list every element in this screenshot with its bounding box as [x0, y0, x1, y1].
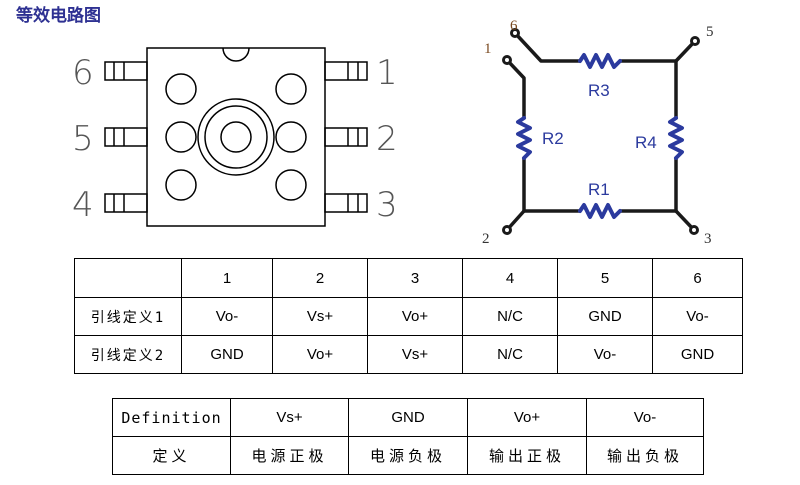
hole [165, 73, 197, 105]
pin-label-6: 6 [72, 53, 94, 93]
header-label: Definition [112, 398, 231, 437]
terminal-5 [690, 36, 700, 46]
node-label-1: 1 [484, 41, 492, 57]
label-r3: R3 [588, 81, 610, 100]
lead-1 [324, 61, 368, 81]
label-r2: R2 [542, 129, 564, 148]
table-cell: 电源负极 [348, 436, 468, 475]
header-cell: Vs+ [230, 398, 349, 437]
terminal-3 [689, 225, 699, 235]
table-cell: Vo- [652, 297, 743, 336]
table-row: 引线定义1 Vo- Vs+ Vo+ N/C GND Vo- [74, 297, 743, 336]
pin-label-5: 5 [72, 119, 94, 159]
table-cell: Vs+ [367, 335, 463, 374]
header-cell: 2 [272, 258, 368, 298]
lead-3 [324, 193, 368, 213]
pin-label-2: 2 [376, 119, 398, 159]
table-cell: 输出负极 [586, 436, 704, 475]
wire [513, 31, 582, 63]
table-cell: Vs+ [272, 297, 368, 336]
lead-5 [104, 127, 148, 147]
port-outer-ring [197, 98, 275, 176]
hole [275, 121, 307, 153]
pin-label-4: 4 [72, 185, 94, 225]
lead-2 [324, 127, 368, 147]
header-cell: 4 [462, 258, 558, 298]
row-label: 引线定义2 [74, 335, 182, 374]
port-hole [220, 121, 252, 153]
lead-4 [104, 193, 148, 213]
package-outline-diagram: 6 5 4 1 2 3 [72, 47, 398, 227]
pin-label-3: 3 [376, 185, 398, 225]
table-cell: GND [181, 335, 273, 374]
hole [275, 73, 307, 105]
table-cell: Vo+ [367, 297, 463, 336]
header-cell-empty [74, 258, 182, 298]
terminal-6 [510, 28, 520, 38]
table-header-row: 1 2 3 4 5 6 [74, 258, 743, 298]
header-cell: 6 [652, 258, 743, 298]
table-cell: GND [557, 297, 653, 336]
node-label-5: 5 [706, 24, 714, 40]
hole [165, 121, 197, 153]
wire [505, 58, 526, 120]
table-cell: GND [652, 335, 743, 374]
label-r1: R1 [588, 180, 610, 199]
port-inner-ring [204, 105, 268, 169]
header-cell: GND [348, 398, 468, 437]
resistor-r4 [668, 116, 684, 160]
table-cell: Vo+ [272, 335, 368, 374]
table-cell: Vo- [557, 335, 653, 374]
node-label-6: 6 [510, 18, 518, 34]
resistor-r2 [516, 116, 532, 160]
table-cell: 电源正极 [230, 436, 349, 475]
resistor-r3 [578, 53, 622, 69]
header-cell: 5 [557, 258, 653, 298]
hole [165, 169, 197, 201]
pin-label-1: 1 [376, 53, 398, 93]
resistor-r1 [578, 203, 622, 219]
table-cell: 输出正极 [467, 436, 587, 475]
row-label: 引线定义1 [74, 297, 182, 336]
row-label: 定义 [112, 436, 231, 475]
hole [275, 169, 307, 201]
table-cell: Vo- [181, 297, 273, 336]
bridge-circuit-diagram: R3 R2 R4 R1 1 6 5 2 3 [482, 18, 714, 247]
table-cell: N/C [462, 297, 558, 336]
label-r4: R4 [635, 133, 657, 152]
terminal-1 [502, 55, 512, 65]
node-label-2: 2 [482, 231, 490, 247]
section-title: 等效电路图 [16, 6, 101, 26]
pin-definition-table: 1 2 3 4 5 6 引线定义1 Vo- Vs+ Vo+ N/C GND Vo… [74, 258, 743, 374]
package-notch [222, 47, 250, 62]
header-cell: 3 [367, 258, 463, 298]
node-label-3: 3 [704, 231, 712, 247]
table-row: 引线定义2 GND Vo+ Vs+ N/C Vo- GND [74, 335, 743, 374]
table-cell: N/C [462, 335, 558, 374]
header-cell: Vo- [586, 398, 704, 437]
package-body [146, 47, 326, 227]
lead-6 [104, 61, 148, 81]
table-header-row: Definition Vs+ GND Vo+ Vo- [112, 398, 704, 437]
signal-definition-table: Definition Vs+ GND Vo+ Vo- 定义 电源正极 电源负极 … [112, 398, 704, 475]
header-cell: Vo+ [467, 398, 587, 437]
table-row: 定义 电源正极 电源负极 输出正极 输出负极 [112, 436, 704, 475]
header-cell: 1 [181, 258, 273, 298]
terminal-2 [502, 225, 512, 235]
